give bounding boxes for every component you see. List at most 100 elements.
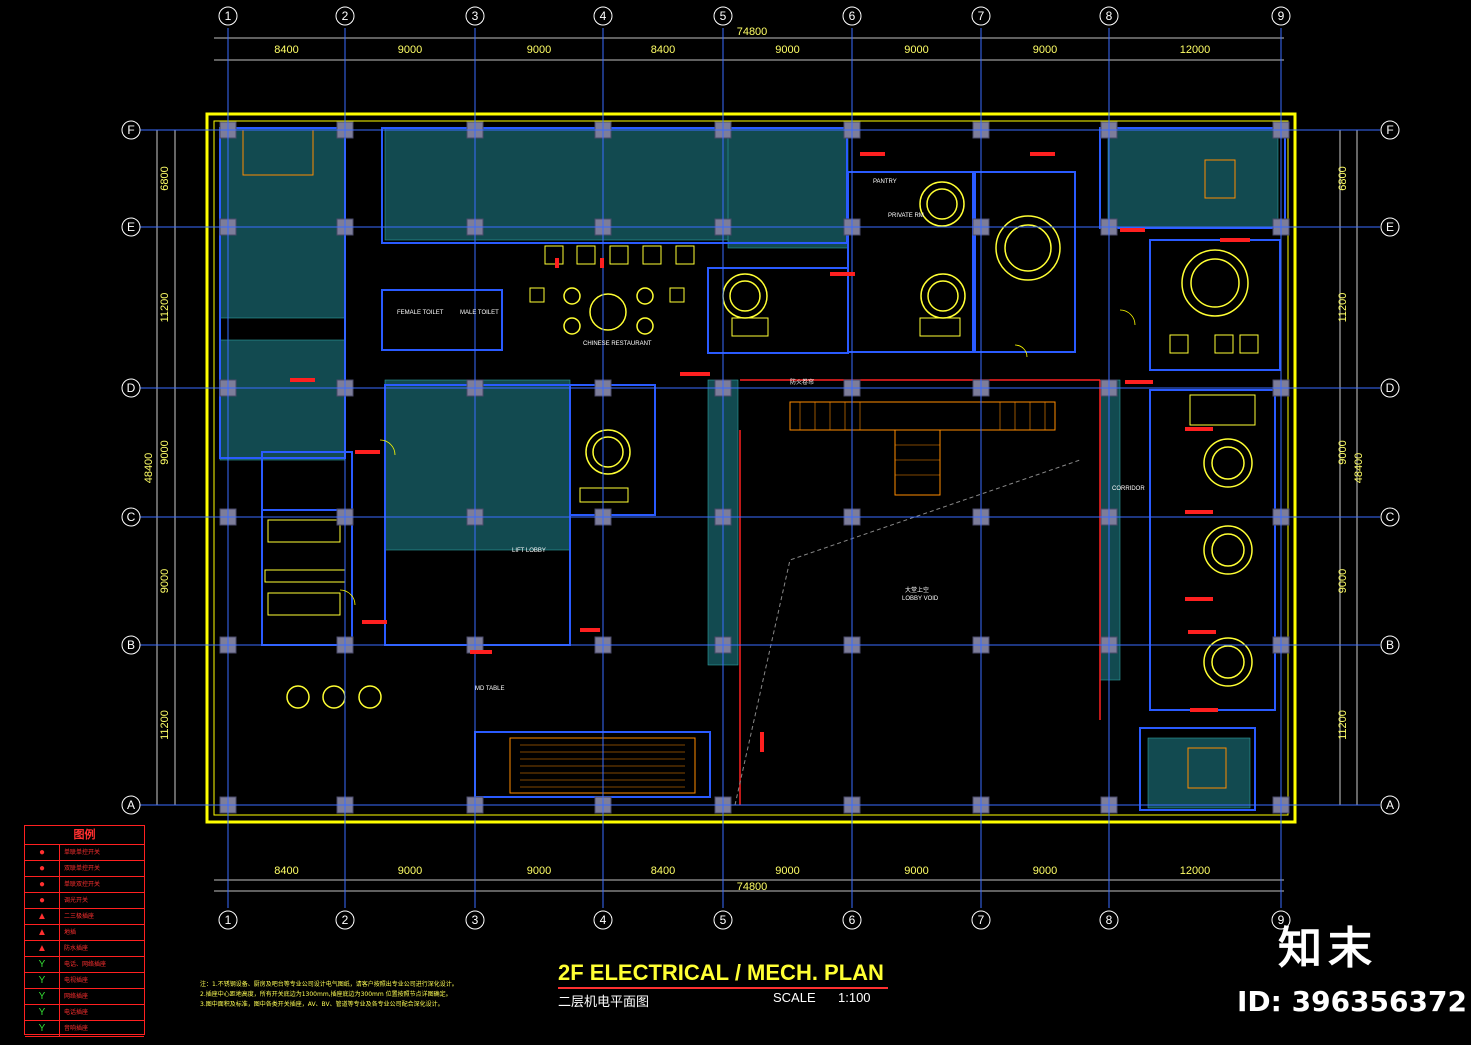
label-corridor: CORRIDOR — [1112, 486, 1145, 492]
legend-text: 单联双控开关 — [59, 877, 144, 892]
legend-symbol-icon: Y — [38, 959, 46, 970]
grid-bubble — [121, 635, 141, 655]
grid-bubble-label: 5 — [720, 9, 727, 23]
label-private-rm: PRIVATE RM — [888, 213, 924, 219]
label-lobby-void-cn: 大堂上空 — [905, 586, 929, 594]
grid-bubble — [121, 378, 141, 398]
legend-text: 音响插座 — [59, 1021, 144, 1036]
legend-text: 二三极插座 — [59, 909, 144, 924]
legend-symbol-icon: ● — [38, 863, 46, 874]
scale-value: 1:100 — [838, 990, 871, 1005]
dim-top: 8400 — [651, 44, 675, 56]
grid-bubble — [121, 507, 141, 527]
dim-bottom: 12000 — [1180, 865, 1211, 877]
dim-top: 12000 — [1180, 44, 1211, 56]
legend-text: 双联单控开关 — [59, 861, 144, 876]
note-line: 2.插座中心距地高度，所有开关底边为1300mm,插座底边为300mm 位置按照… — [200, 991, 452, 998]
legend-text: 防水插座 — [59, 941, 144, 956]
dim-top: 9000 — [398, 44, 422, 56]
grid-bubble-label: 5 — [720, 913, 727, 927]
legend-row: ●调光开关 — [25, 893, 144, 909]
legend-symbol-icon: ▲ — [37, 927, 47, 938]
legend-table: 图例 ●单联单控开关●双联单控开关●单联双控开关●调光开关▲二三极插座▲地插▲防… — [24, 825, 145, 1037]
grid-bubble — [593, 910, 613, 930]
legend-row: ▲ 防水插座 — [25, 941, 144, 957]
legend-title: 图例 — [25, 826, 144, 845]
dim-right: 9000 — [1337, 440, 1349, 464]
dim-total-left: 48400 — [143, 453, 155, 484]
grid-bubble-label: F — [1386, 123, 1393, 137]
dim-top: 9000 — [904, 44, 928, 56]
legend-symbol-icon: ● — [38, 895, 46, 906]
label-chinese-restaurant: CHINESE RESTAURANT — [583, 341, 652, 347]
grid-bubble — [842, 910, 862, 930]
label-fire-shutter: 防火卷帘 — [790, 378, 814, 386]
legend-symbol-icon: ▲ — [37, 943, 47, 954]
grid-bubble — [1380, 635, 1400, 655]
grid-bubble-label: C — [1386, 510, 1395, 524]
dim-top: 9000 — [775, 44, 799, 56]
scale-label: SCALE — [773, 990, 816, 1005]
legend-symbol-icon: Y — [38, 975, 46, 986]
grid-bubble-label: 8 — [1106, 9, 1113, 23]
grid-bubble-label: 6 — [849, 9, 856, 23]
grid-bubble — [335, 6, 355, 26]
grid-bubble-label: 1 — [225, 913, 232, 927]
grid-bubble — [593, 6, 613, 26]
grid-bubble-label: 3 — [472, 913, 479, 927]
legend-text: 电话插座 — [59, 1005, 144, 1020]
dim-bottom: 9000 — [775, 865, 799, 877]
dim-right: 11200 — [1337, 710, 1349, 740]
grid-bubble — [1099, 910, 1119, 930]
grid-bubble — [1380, 120, 1400, 140]
note-line: 3.图中面积及标准，图中各类开关插座，AV、BV、管道等专业及各专业公司配合深化… — [200, 1001, 444, 1008]
grid-bubble-label: F — [127, 123, 134, 137]
grid-bubble-label: 7 — [978, 913, 985, 927]
dim-right: 6800 — [1337, 166, 1349, 190]
grid-bubble — [1271, 910, 1291, 930]
dim-bottom: 9000 — [527, 865, 551, 877]
grid-bubble-label: 6 — [849, 913, 856, 927]
dim-total-bottom: 74800 — [737, 881, 768, 893]
grid-bubble-label: E — [1386, 220, 1394, 234]
grid-bubble — [842, 6, 862, 26]
legend-text: 网络插座 — [59, 989, 144, 1004]
dim-bottom: 8400 — [274, 865, 298, 877]
label-lift-lobby: LIFT LOBBY — [512, 548, 546, 554]
grid-bubble — [121, 217, 141, 237]
grid-bubble-label: 9 — [1278, 9, 1285, 23]
grid-bubble — [1380, 378, 1400, 398]
dim-top: 9000 — [527, 44, 551, 56]
legend-text: 地插 — [59, 925, 144, 940]
watermark-logo: 知末 — [1278, 923, 1378, 974]
grid-bubble-label: 8 — [1106, 913, 1113, 927]
grid-bubble-label: 3 — [472, 9, 479, 23]
grid-bubble — [971, 6, 991, 26]
grid-bubble — [1380, 507, 1400, 527]
grid-bubble — [1271, 6, 1291, 26]
grid-bubble-label: B — [127, 638, 135, 652]
grid-bubble — [335, 910, 355, 930]
grid-bubble-label: 4 — [600, 9, 607, 23]
grid-bubble-label: 4 — [600, 913, 607, 927]
dim-total-top: 74800 — [737, 26, 768, 38]
legend-row: ● 双联单控开关 — [25, 861, 144, 877]
grid-bubble — [121, 795, 141, 815]
dim-bottom: 9000 — [1033, 865, 1057, 877]
grid-bubble — [218, 910, 238, 930]
grid-bubble-label: 1 — [225, 9, 232, 23]
watermark-id: ID: 396356372 — [1237, 985, 1467, 1018]
grid-bubble-label: 7 — [978, 9, 985, 23]
grid-bubble-label: E — [127, 220, 135, 234]
grid-bubble-label: A — [127, 798, 135, 812]
grid-bubble — [218, 6, 238, 26]
dim-left: 9000 — [159, 440, 171, 464]
dim-total-right: 48400 — [1353, 453, 1365, 484]
legend-text: 单联单控开关 — [59, 845, 144, 860]
grid-bubble-label: B — [1386, 638, 1394, 652]
grid-bubble-label: C — [127, 510, 136, 524]
